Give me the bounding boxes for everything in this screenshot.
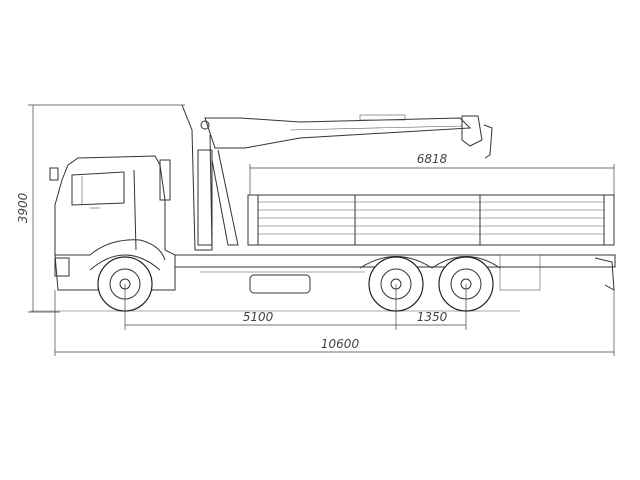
- dimension-platform: 6818: [249, 152, 615, 195]
- crane-hook: [461, 115, 483, 147]
- dimension-wheelbase: 5100 1350: [124, 284, 467, 330]
- dimension-platform-label: 6818: [417, 152, 448, 166]
- dimension-length-label: 10600: [321, 337, 360, 351]
- mirror: [49, 167, 59, 181]
- fuel-tank: [249, 274, 311, 294]
- headlight: [54, 257, 70, 277]
- dimension-height: 3900: [16, 104, 185, 313]
- dimension-length: 10600: [54, 290, 615, 356]
- dimension-tandem-label: 1350: [417, 310, 448, 324]
- crane-column: [181, 104, 213, 251]
- loader-crane: [181, 104, 493, 251]
- cab-window: [71, 171, 125, 206]
- dimension-wheelbase-label: 5100: [243, 310, 274, 324]
- cargo-platform: [247, 194, 615, 246]
- chassis-frame: [89, 254, 616, 294]
- dimension-height-label: 3900: [16, 192, 30, 223]
- crane-boom: [204, 117, 472, 149]
